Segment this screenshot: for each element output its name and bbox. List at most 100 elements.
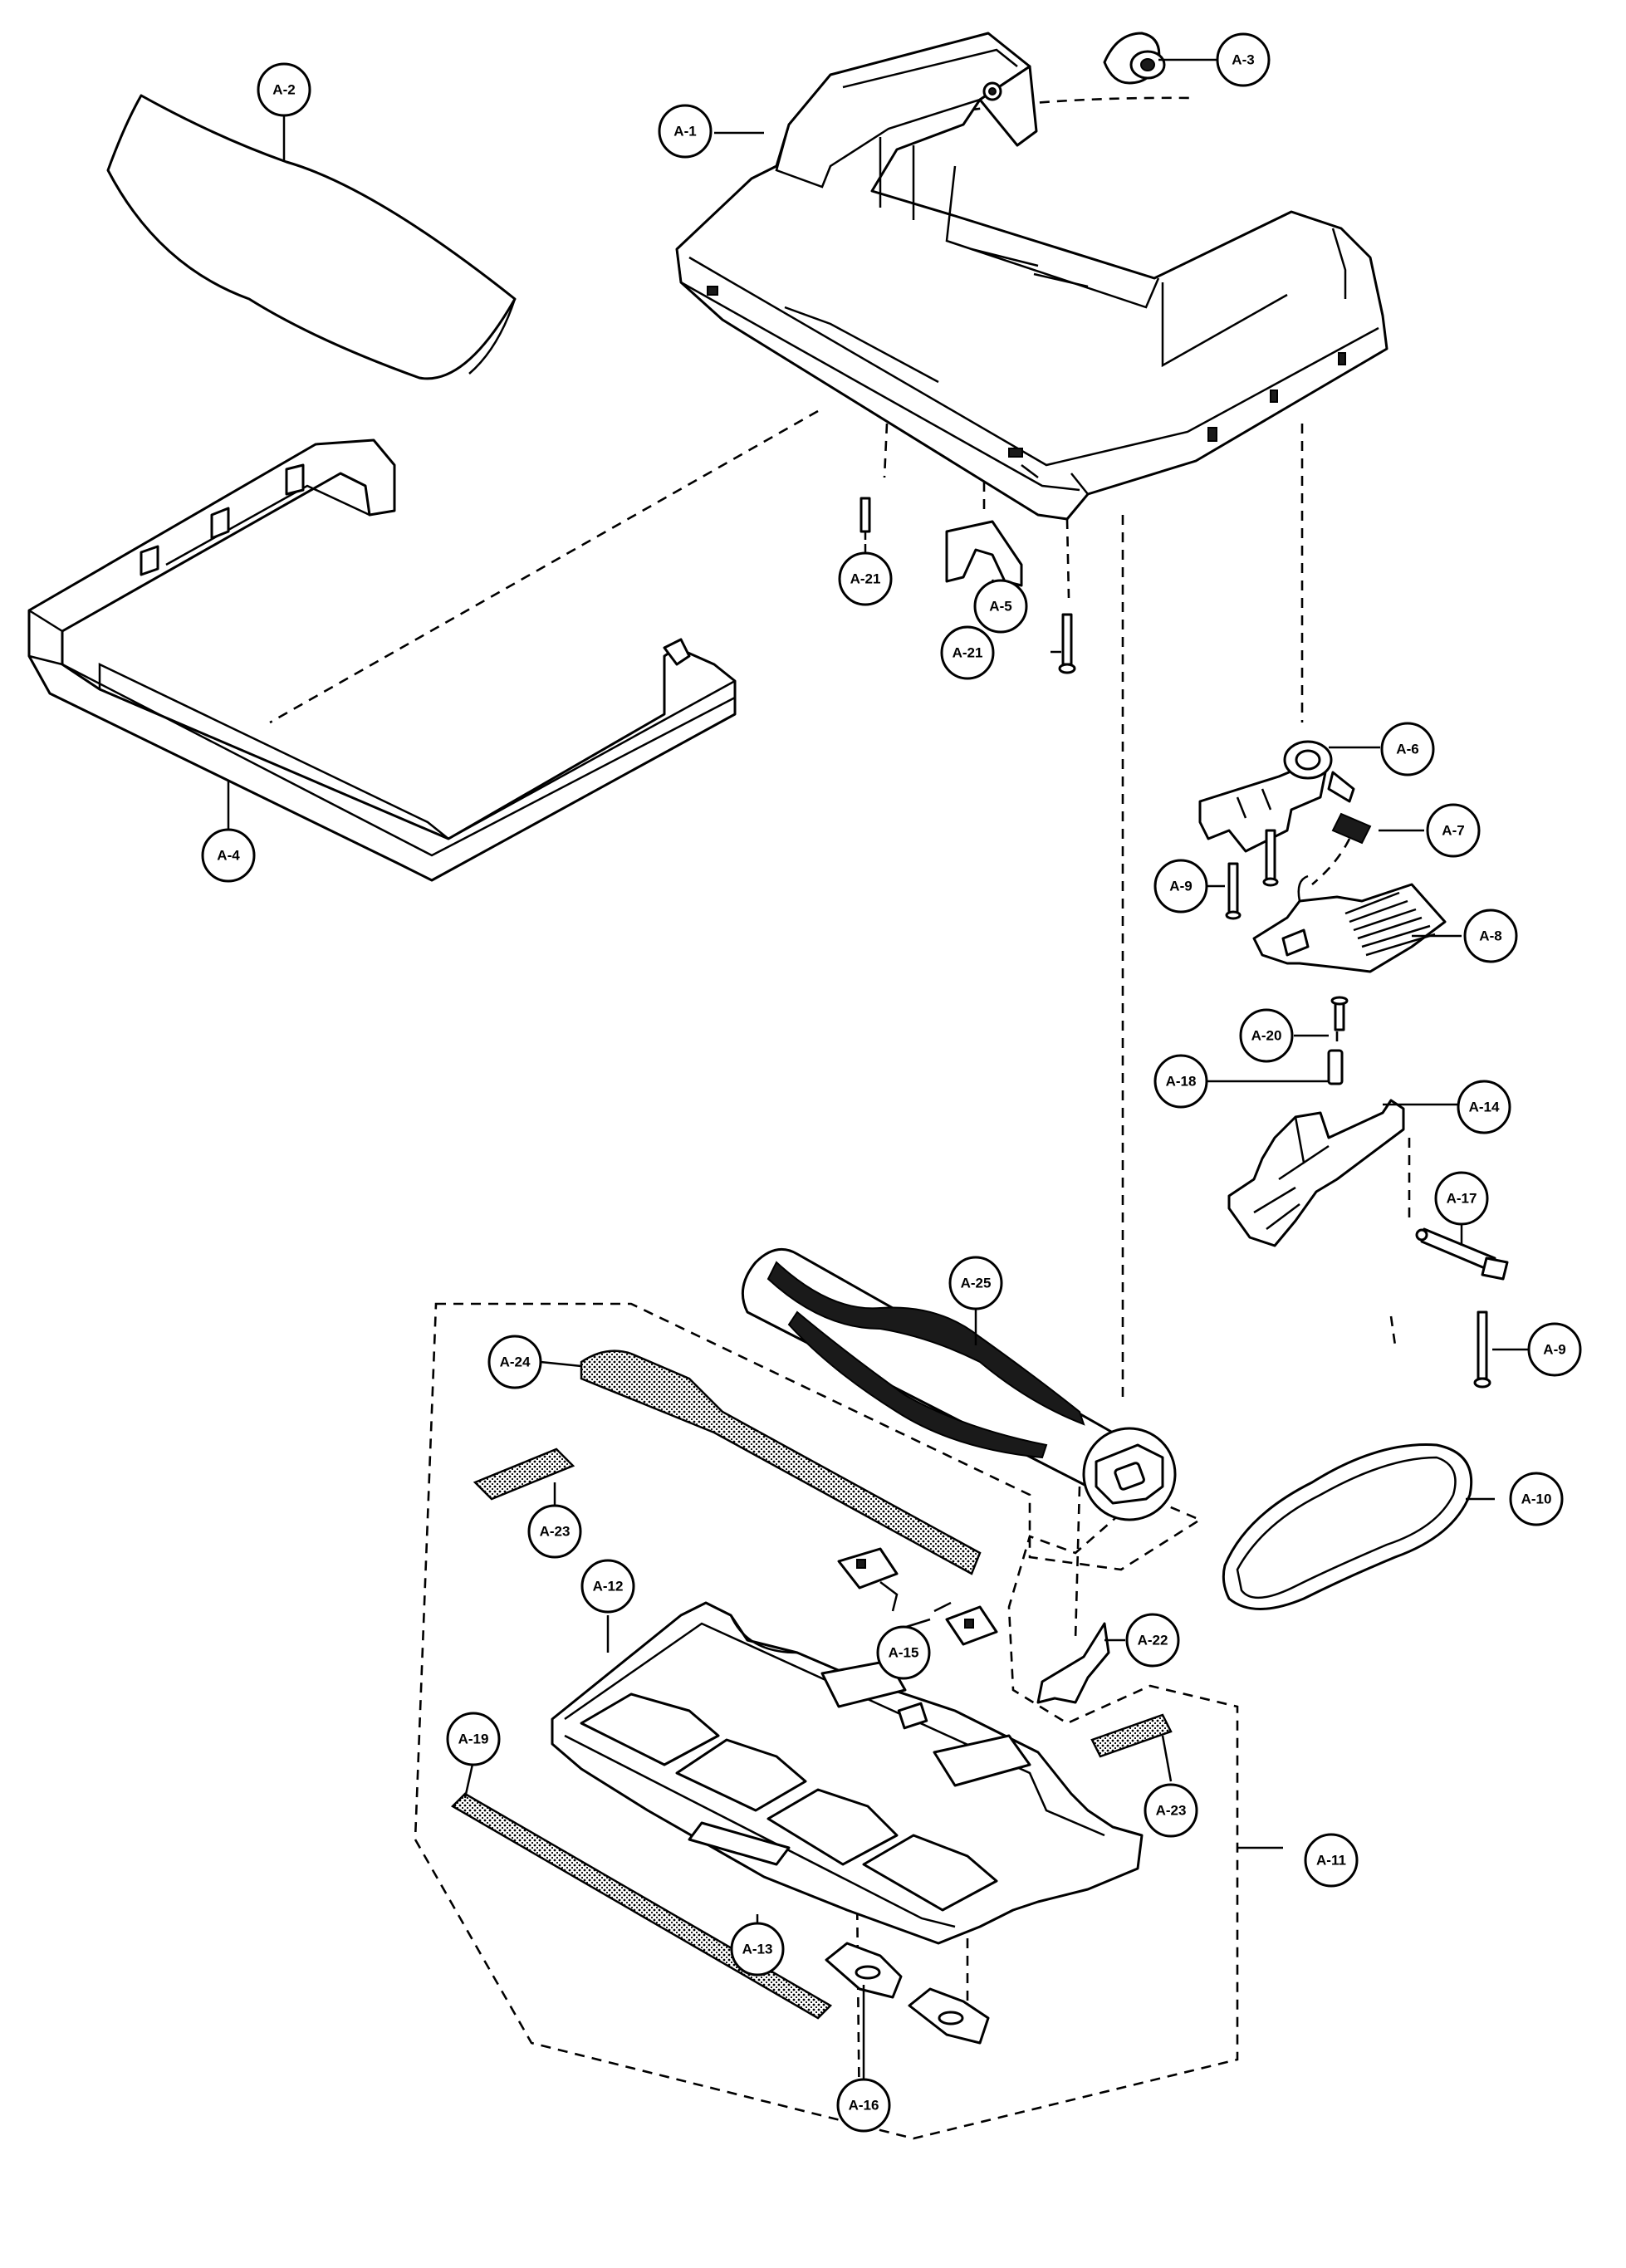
- callout-a3: A-3: [1216, 32, 1271, 87]
- part-belt-a10: [1222, 1443, 1473, 1610]
- callout-label: A-17: [1447, 1191, 1477, 1207]
- callout-circle: [527, 1504, 582, 1559]
- callout-a9b: A-9: [1527, 1322, 1582, 1377]
- part-spring-a7: [1331, 812, 1372, 845]
- callout-a11: A-11: [1304, 1833, 1359, 1888]
- callout-circle: [1509, 1472, 1564, 1526]
- callout-label: A-16: [849, 2098, 879, 2114]
- part-clip-a5: [945, 520, 1023, 587]
- callout-circle: [1527, 1322, 1582, 1377]
- callout-circle: [446, 1712, 501, 1766]
- callout-a4: A-4: [201, 828, 256, 883]
- callout-a23a: A-23: [527, 1504, 582, 1559]
- callout-a23b: A-23: [1144, 1783, 1198, 1838]
- callout-label: A-4: [217, 848, 240, 864]
- callout-circle: [1463, 909, 1518, 963]
- callout-a25: A-25: [948, 1256, 1003, 1310]
- part-bracket-a6: [1198, 740, 1355, 853]
- callout-label: A-10: [1521, 1492, 1552, 1507]
- callout-label: A-11: [1316, 1853, 1346, 1869]
- callout-a13: A-13: [730, 1922, 785, 1977]
- callout-label: A-14: [1469, 1100, 1500, 1115]
- callout-label: A-3: [1232, 52, 1254, 68]
- part-bumper-a4: [27, 438, 737, 882]
- part-shaft-a17: [1415, 1227, 1509, 1281]
- callout-a19: A-19: [446, 1712, 501, 1766]
- part-brushroll-a25: [741, 1247, 1177, 1521]
- callout-label: A-13: [742, 1942, 773, 1957]
- part-label-a13: [688, 1821, 791, 1866]
- callout-a12: A-12: [580, 1559, 635, 1614]
- callout-circle: [1434, 1171, 1489, 1226]
- callout-label: A-8: [1479, 928, 1501, 944]
- callout-circle: [658, 104, 713, 159]
- callout-circle: [1125, 1613, 1180, 1668]
- callout-circle: [580, 1559, 635, 1614]
- callout-label: A-19: [458, 1732, 489, 1747]
- callout-a16: A-16: [836, 2078, 891, 2133]
- callout-a17: A-17: [1434, 1171, 1489, 1226]
- callout-a15: A-15: [876, 1625, 931, 1680]
- callout-a10: A-10: [1509, 1472, 1564, 1526]
- callout-a1: A-1: [658, 104, 713, 159]
- callout-circle: [838, 551, 893, 606]
- callout-labels: A-1A-2A-3A-4A-5A-6A-7A-8A-9A-9A-10A-11A-…: [201, 32, 1582, 2133]
- part-strip-a24: [580, 1350, 982, 1575]
- part-lever-a14: [1227, 1099, 1405, 1247]
- callout-a18: A-18: [1153, 1054, 1208, 1109]
- callout-label: A-2: [272, 82, 295, 98]
- callout-label: A-1: [673, 124, 696, 140]
- callout-a8: A-8: [1463, 909, 1518, 963]
- callout-circle: [1153, 859, 1208, 914]
- callout-label: A-18: [1166, 1074, 1197, 1090]
- callout-label: A-6: [1396, 742, 1418, 757]
- part-pin-a20: [1330, 996, 1349, 1031]
- callout-circle: [1144, 1783, 1198, 1838]
- callout-a21a: A-21: [838, 551, 893, 606]
- part-knob-a3: [1103, 32, 1166, 85]
- callout-label: A-5: [989, 599, 1011, 615]
- part-sliders-a16: [825, 1942, 990, 2045]
- callout-circle: [730, 1922, 785, 1977]
- callout-label: A-9: [1543, 1342, 1565, 1358]
- callout-a9a: A-9: [1153, 859, 1208, 914]
- callout-circle: [201, 828, 256, 883]
- callout-circle: [876, 1625, 931, 1680]
- part-clip-a22: [1036, 1622, 1110, 1704]
- part-screws-a9: [1225, 829, 1491, 1389]
- leader-lines: [227, 58, 1528, 2101]
- callout-a24: A-24: [487, 1335, 542, 1389]
- callout-circle: [487, 1335, 542, 1389]
- callout-label: A-21: [850, 571, 881, 587]
- callout-label: A-15: [889, 1645, 919, 1661]
- callout-label: A-24: [500, 1354, 531, 1370]
- callout-circle: [1426, 803, 1481, 858]
- callout-label: A-12: [593, 1579, 624, 1594]
- part-decal-a2: [106, 94, 517, 380]
- callout-circle: [1153, 1054, 1208, 1109]
- callout-a14: A-14: [1457, 1080, 1511, 1134]
- callout-a2: A-2: [257, 62, 311, 117]
- callout-label: A-20: [1251, 1028, 1282, 1044]
- callout-circle: [1457, 1080, 1511, 1134]
- callout-label: A-23: [540, 1524, 571, 1540]
- callout-a20: A-20: [1239, 1008, 1294, 1063]
- part-screws-a21: [860, 497, 1076, 674]
- part-sleeve-a18: [1327, 1049, 1344, 1085]
- callout-a7: A-7: [1426, 803, 1481, 858]
- part-pedal-a8: [1252, 874, 1447, 973]
- callout-a21b: A-21: [940, 625, 995, 680]
- callout-a6: A-6: [1380, 722, 1435, 776]
- part-hood-a1: [675, 32, 1388, 521]
- callout-label: A-9: [1169, 879, 1192, 894]
- callout-label: A-25: [961, 1276, 992, 1291]
- callout-label: A-7: [1442, 823, 1464, 839]
- callout-a5: A-5: [973, 579, 1028, 634]
- callout-circle: [1304, 1833, 1359, 1888]
- part-pads-a23: [473, 1448, 1173, 1758]
- callout-label: A-21: [953, 645, 983, 661]
- callout-circle: [1239, 1008, 1294, 1063]
- callout-label: A-22: [1138, 1633, 1168, 1648]
- callout-circle: [973, 579, 1028, 634]
